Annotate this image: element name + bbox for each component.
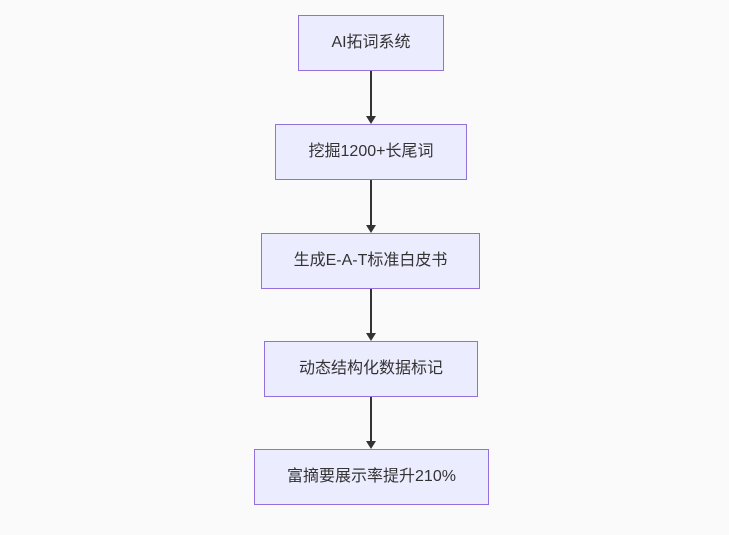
- arrow-line: [370, 397, 372, 441]
- arrow-line: [370, 180, 372, 225]
- arrow-down-icon: [366, 441, 376, 449]
- node-label: 生成E-A-T标准白皮书: [293, 252, 448, 270]
- flowchart-node-structured-data: 动态结构化数据标记: [264, 341, 478, 397]
- arrow-line: [370, 289, 372, 333]
- arrow-down-icon: [366, 225, 376, 233]
- node-label: AI拓词系统: [331, 34, 411, 52]
- arrow-down-icon: [366, 333, 376, 341]
- node-label: 富摘要展示率提升210%: [287, 468, 456, 486]
- flowchart-node-eat-whitepaper: 生成E-A-T标准白皮书: [261, 233, 480, 289]
- flow-arrow: [365, 180, 377, 233]
- flow-arrow: [365, 71, 377, 124]
- arrow-line: [370, 71, 372, 116]
- flowchart-node-ai-keyword-system: AI拓词系统: [298, 15, 444, 71]
- arrow-down-icon: [366, 116, 376, 124]
- node-label: 挖掘1200+长尾词: [308, 143, 434, 161]
- flowchart-node-longtail-mining: 挖掘1200+长尾词: [275, 124, 467, 180]
- flow-arrow: [365, 397, 377, 449]
- flow-arrow: [365, 289, 377, 341]
- flowchart-node-rich-snippet-result: 富摘要展示率提升210%: [254, 449, 489, 505]
- node-label: 动态结构化数据标记: [298, 360, 443, 378]
